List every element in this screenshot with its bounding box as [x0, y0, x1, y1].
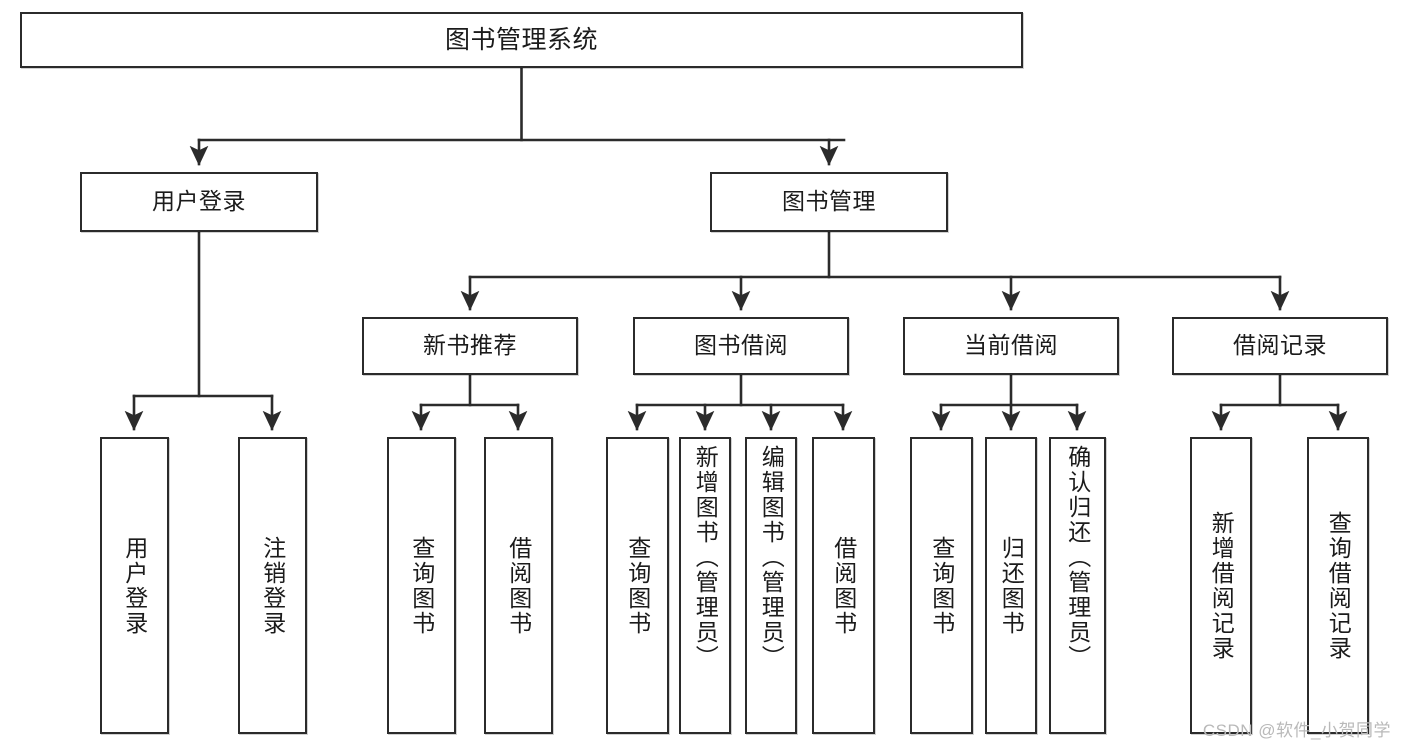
leaf-borrow-lend-book[interactable]: 借阅图书 [812, 437, 875, 734]
leaf-user-logout-label: 注销登录 [259, 535, 286, 636]
leaf-borrow-edit-book[interactable]: 编辑图书（管理员） [745, 437, 797, 734]
leaf-newbook-query-book[interactable]: 查询图书 [387, 437, 456, 734]
csdn-watermark: CSDN @软件_小贺同学 [1202, 721, 1391, 740]
node-borrow-record-label: 借阅记录 [1233, 332, 1327, 359]
leaf-borrow-edit-book-label: 编辑图书（管理员） [758, 445, 785, 670]
leaf-record-query-record[interactable]: 查询借阅记录 [1307, 437, 1369, 734]
leaf-newbook-borrow-book-label: 借阅图书 [505, 535, 532, 636]
node-current-borrow[interactable]: 当前借阅 [903, 317, 1119, 375]
node-current-borrow-label: 当前借阅 [964, 332, 1058, 359]
leaf-current-return-book[interactable]: 归还图书 [985, 437, 1037, 734]
node-book-management-label: 图书管理 [782, 188, 876, 215]
leaf-user-login-label: 用户登录 [121, 535, 148, 636]
node-user-login[interactable]: 用户登录 [80, 172, 318, 232]
node-book-borrow[interactable]: 图书借阅 [633, 317, 849, 375]
leaf-record-query-record-label: 查询借阅记录 [1325, 510, 1352, 661]
leaf-record-add-record-label: 新增借阅记录 [1208, 510, 1235, 661]
leaf-borrow-query-book[interactable]: 查询图书 [606, 437, 669, 734]
leaf-current-confirm-return[interactable]: 确认归还（管理员） [1049, 437, 1106, 734]
leaf-borrow-query-book-label: 查询图书 [624, 535, 651, 636]
node-user-login-label: 用户登录 [152, 188, 246, 215]
leaf-borrow-add-book-label: 新增图书（管理员） [692, 445, 719, 670]
node-book-management[interactable]: 图书管理 [710, 172, 948, 232]
leaf-newbook-borrow-book[interactable]: 借阅图书 [484, 437, 553, 734]
leaf-user-login[interactable]: 用户登录 [100, 437, 169, 734]
leaf-record-add-record[interactable]: 新增借阅记录 [1190, 437, 1252, 734]
leaf-borrow-add-book[interactable]: 新增图书（管理员） [679, 437, 731, 734]
leaf-borrow-lend-book-label: 借阅图书 [830, 535, 857, 636]
node-new-book-recommend[interactable]: 新书推荐 [362, 317, 578, 375]
node-borrow-record[interactable]: 借阅记录 [1172, 317, 1388, 375]
leaf-current-query-book[interactable]: 查询图书 [910, 437, 973, 734]
leaf-current-confirm-return-label: 确认归还（管理员） [1064, 445, 1091, 670]
node-new-book-recommend-label: 新书推荐 [423, 332, 517, 359]
node-book-borrow-label: 图书借阅 [694, 332, 788, 359]
node-root-label: 图书管理系统 [444, 26, 598, 54]
leaf-newbook-query-book-label: 查询图书 [408, 535, 435, 636]
leaf-user-logout[interactable]: 注销登录 [238, 437, 307, 734]
node-root[interactable]: 图书管理系统 [20, 12, 1023, 68]
leaf-current-return-book-label: 归还图书 [998, 535, 1025, 636]
leaf-current-query-book-label: 查询图书 [928, 535, 955, 636]
